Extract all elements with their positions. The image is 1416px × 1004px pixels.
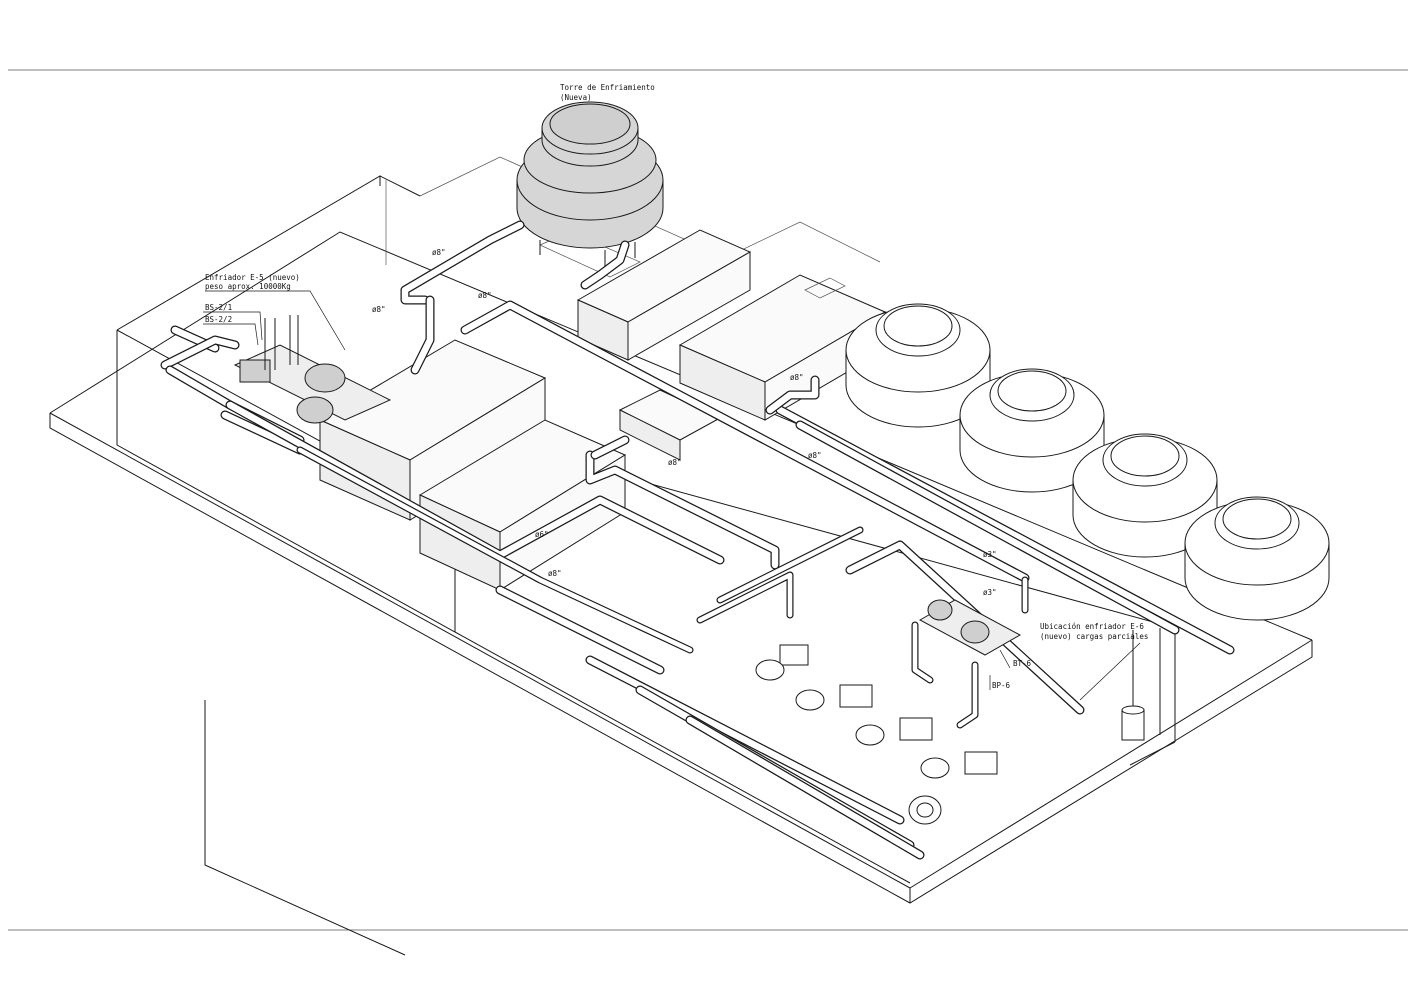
chiller-e6 [918, 599, 1022, 656]
pipe-size-label: ø8" [432, 248, 446, 257]
chiller-e5-label-line2: peso aprox. 10000Kg [205, 282, 291, 291]
cooling-tower-title: Torre de Enfriamiento [560, 83, 655, 92]
valve-bs22-label: BS-2/2 [205, 315, 232, 324]
annotations: Torre de Enfriamiento (Nueva) Enfriador … [205, 83, 1148, 690]
equipment-blocks [318, 229, 887, 591]
pipe-size-label: ø8" [478, 291, 492, 300]
cooling-tower-new [516, 101, 664, 268]
pump-1 [755, 644, 809, 681]
pump-3 [855, 717, 933, 746]
expansion-tank [1121, 630, 1145, 741]
pipe-size-label: ø3" [983, 550, 997, 559]
bp6-label: BP-6 [992, 681, 1011, 690]
cooling-tower-existing-1 [845, 303, 991, 428]
cooling-tower-existing-3 [1072, 433, 1218, 558]
pumps [755, 644, 998, 825]
valve-bs21-label: BS-2/1 [205, 303, 232, 312]
pump-2 [795, 684, 873, 711]
cooling-tower-existing-4 [1184, 496, 1330, 621]
chiller-e6-label-line1: Ubicación enfriador E-6 [1040, 622, 1144, 631]
cooling-tower-subtitle: (Nueva) [560, 93, 592, 102]
pipe-size-label: ø8" [790, 373, 804, 382]
pipe-size-label: ø8" [808, 451, 822, 460]
pipe-size-label: ø6" [535, 530, 549, 539]
pipe-size-label: ø8" [372, 305, 386, 314]
chiller-e5-label-line1: Enfriador E-5 (nuevo) [205, 273, 300, 282]
pipe-size-label: ø8" [668, 458, 682, 467]
chiller-e6-label-line2: (nuevo) cargas parciales [1040, 632, 1148, 641]
pipe-network [160, 220, 1235, 860]
pipe-size-label: ø8" [548, 569, 562, 578]
leader-lines [203, 290, 1141, 701]
base-slab [49, 231, 1313, 904]
pump-5 [908, 795, 942, 825]
pump-4 [920, 751, 998, 779]
pipe-size-label: ø3" [983, 588, 997, 597]
cooling-tower-existing-2 [959, 368, 1105, 493]
chiller-e5 [233, 315, 392, 424]
bt6-label: BT-6 [1013, 659, 1032, 668]
